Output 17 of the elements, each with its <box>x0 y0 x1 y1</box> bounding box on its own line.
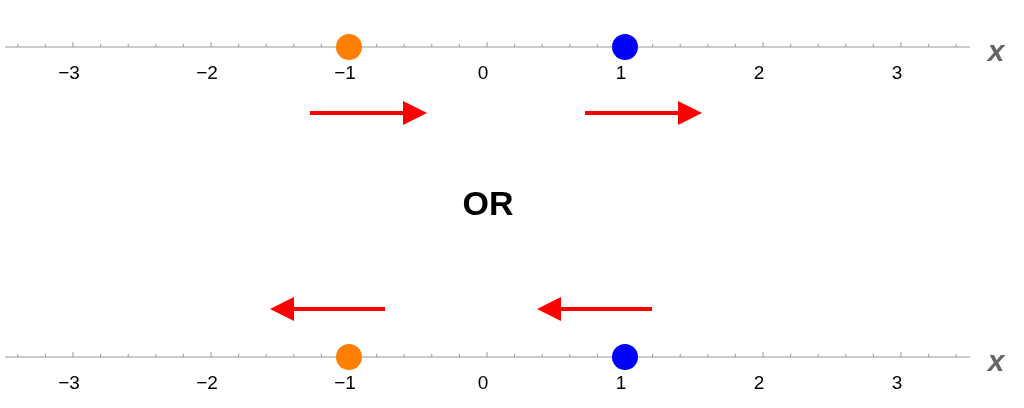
tick-label: −1 <box>334 62 356 82</box>
tick-label: −3 <box>58 62 80 82</box>
tick-label: 1 <box>615 62 627 82</box>
tick-label: 3 <box>891 372 903 392</box>
or-text: OR <box>462 186 514 220</box>
tick-label: 0 <box>477 62 489 82</box>
tick-label: 0 <box>477 372 489 392</box>
tick-label: 2 <box>753 62 765 82</box>
tick-label: −1 <box>334 372 356 392</box>
tick-label: 3 <box>891 62 903 82</box>
tick-label: 1 <box>615 372 627 392</box>
axis-label: x <box>987 346 1005 376</box>
tick-label: −2 <box>196 62 218 82</box>
axis-label: x <box>987 36 1005 66</box>
tick-label: 2 <box>753 372 765 392</box>
tick-label: −2 <box>196 372 218 392</box>
tick-label: −3 <box>58 372 80 392</box>
